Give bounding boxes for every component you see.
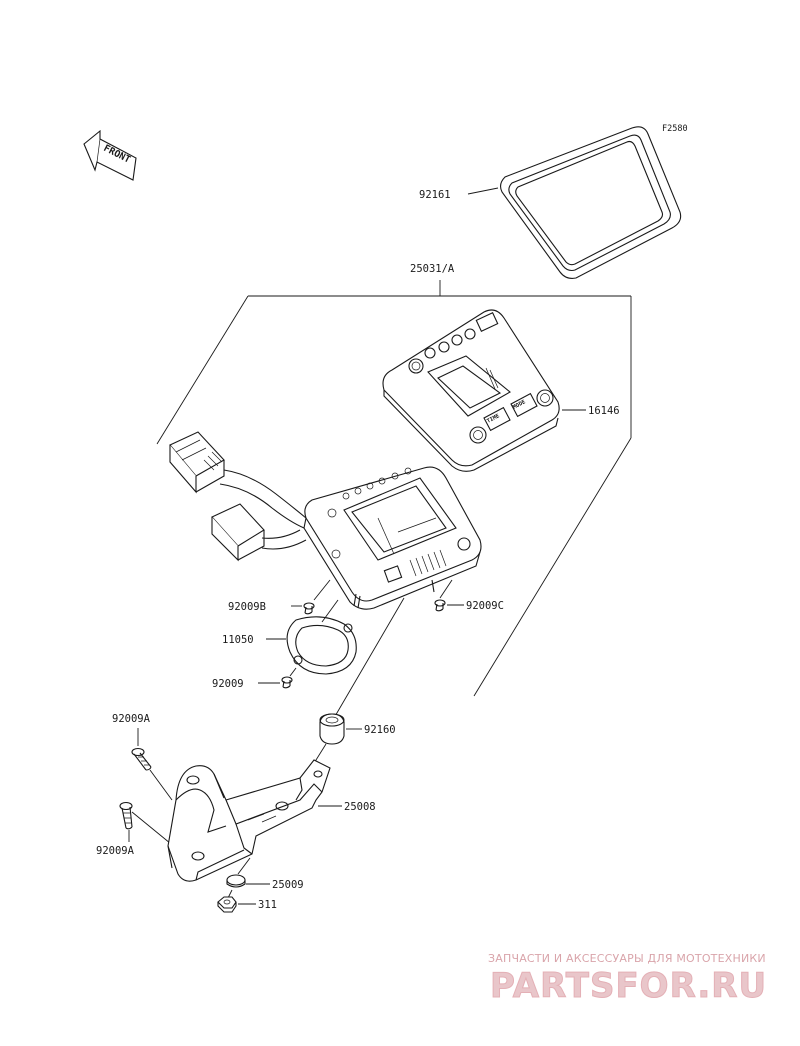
mode-button-label: MODE (512, 399, 527, 411)
label-92009c: 92009C (466, 600, 504, 612)
assembly-bracket-lines (156, 280, 632, 697)
meter-body (303, 466, 482, 610)
label-92009b: 92009B (228, 601, 266, 613)
label-92009a-top: 92009A (112, 713, 151, 725)
bolt-92009a-bottom (119, 801, 133, 830)
watermark-tagline: ЗАПЧАСТИ И АКСЕССУАРЫ ДЛЯ МОТОТЕХНИКИ (488, 952, 766, 965)
label-25009: 25009 (272, 879, 304, 891)
label-311: 311 (258, 899, 277, 911)
screw-92009 (281, 676, 293, 689)
label-92161: 92161 (419, 189, 451, 201)
bracket (167, 759, 331, 882)
label-25008: 25008 (344, 801, 376, 813)
front-arrow-icon: FRONT (83, 129, 137, 181)
bolt-92009a-top (131, 747, 152, 771)
label-25031a: 25031/A (410, 263, 455, 275)
label-92160: 92160 (364, 724, 396, 736)
watermark-brand: PARTSFOR.RU (490, 966, 767, 1006)
wire-harness (169, 431, 307, 562)
label-92009: 92009 (212, 678, 244, 690)
label-16146: 16146 (588, 405, 620, 417)
washer (226, 874, 246, 888)
label-11050: 11050 (222, 634, 254, 646)
time-button-label: TIME (486, 413, 501, 425)
figure-ref: F2580 (662, 124, 688, 134)
lens-gasket (499, 126, 682, 279)
nut (217, 896, 237, 913)
label-92009a-bottom: 92009A (96, 845, 135, 857)
meter-cover: TIME MODE (382, 309, 560, 472)
screw-92009b (303, 602, 315, 615)
grommet (319, 713, 345, 745)
seal-ring (286, 616, 357, 675)
screw-92009c (434, 599, 446, 612)
